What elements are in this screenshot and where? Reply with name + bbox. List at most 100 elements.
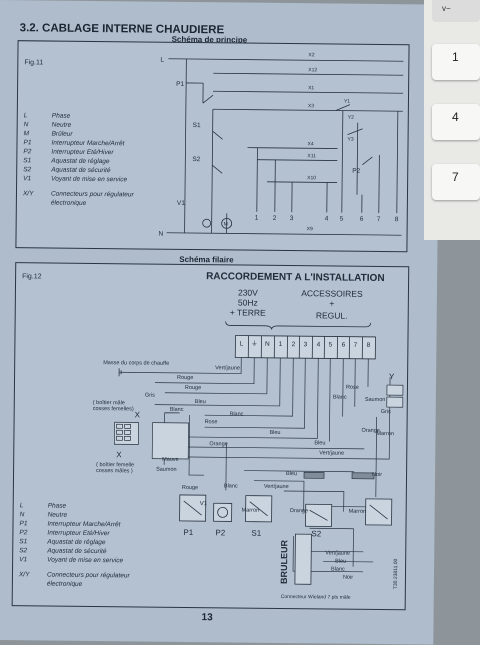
wire-color-label: Gris <box>145 393 155 399</box>
wire-color-label: Blanc <box>331 566 345 572</box>
component-label: S2 <box>311 529 321 538</box>
wire-color-label: Vert/jaune <box>319 450 344 456</box>
wire-color-label: Rose <box>346 385 359 391</box>
terminal-label: 1 <box>255 215 259 222</box>
wire-color-label: Orange <box>361 428 379 434</box>
motor-label: M <box>224 221 228 227</box>
power-line: 50Hz <box>238 298 258 308</box>
terminal-label: 7 <box>377 216 381 223</box>
terminal-label: L <box>240 341 244 348</box>
wire-color-label: Bleu <box>269 430 280 436</box>
fig11-schematic: L N X2 X12 X1 X3 X4 X11 X10 X9 P1 S1 S2 … <box>16 41 408 251</box>
masse-label: Masse du corps de chauffe <box>103 360 169 367</box>
wire-color-label: Blanc <box>224 483 238 489</box>
connector-label: X10 <box>307 175 316 181</box>
bruleur-label: BRULEUR <box>279 539 289 584</box>
terminal-label: 8 <box>367 342 371 349</box>
wire-color-label: Blanc <box>333 395 347 401</box>
component-label: V1 <box>200 501 208 507</box>
terminal-label: 2 <box>273 215 277 222</box>
accessories-line: ACCESSOIRES <box>301 288 363 299</box>
keypad-key[interactable]: v− <box>432 0 480 22</box>
wire-color-label: Vert/jaune <box>325 550 350 556</box>
component-label: S1 <box>251 529 261 538</box>
connector-label: X11 <box>307 153 316 159</box>
fig12-wiring: RACCORDEMENT A L'INSTALLATION 230V 50Hz … <box>13 263 409 609</box>
component-label: P2 <box>215 528 225 537</box>
wire-color-label: Bleu <box>335 559 346 565</box>
terminal-label: 6 <box>342 342 346 349</box>
connector-y-label: Y <box>389 372 395 381</box>
connector-x-label: X <box>116 450 122 459</box>
accessories-line: REGUL. <box>316 310 348 320</box>
boitier-femelle-label: cosses femelles) <box>93 406 134 412</box>
rail-n-label: N <box>159 231 164 238</box>
keypad-key[interactable]: 1 <box>432 44 480 80</box>
terminal-label: 4 <box>325 215 329 222</box>
wire-color-label: Blanc <box>230 411 244 417</box>
wire-color-label: Rouge <box>177 375 193 381</box>
fig12-title: RACCORDEMENT A L'INSTALLATION <box>206 271 385 284</box>
connector-label: X9 <box>307 226 313 232</box>
wire-color-label: Gris <box>381 409 391 415</box>
ref-code: T30.23811.00 <box>393 558 399 589</box>
keypad-key[interactable]: 4 <box>432 104 480 140</box>
connector-note: Connecteur Wieland 7 pts mâle <box>281 594 351 601</box>
terminal-label: 1 <box>279 341 283 348</box>
power-line: 230V <box>238 288 258 298</box>
wire-color-label: Saumon <box>365 397 386 403</box>
wire-color-label: Orange <box>290 508 308 514</box>
wire-color-label: Marron <box>242 508 259 514</box>
wire-color-label: Rose <box>205 419 218 425</box>
component-label: P1 <box>183 528 193 537</box>
wire-color-label: Bleu <box>286 471 297 477</box>
terminal-label: 5 <box>340 216 344 223</box>
connector-label: X4 <box>307 141 313 147</box>
connector-x-label: X <box>135 410 141 419</box>
manual-page: 3.2. CABLAGE INTERNE CHAUDIERE Schéma de… <box>0 0 440 645</box>
terminal-label: 7 <box>354 342 358 349</box>
component-label: P1 <box>176 81 184 88</box>
wire-color-label: Blanc <box>170 407 184 413</box>
accessories-line: + <box>329 298 334 308</box>
component-label: S1 <box>193 122 201 129</box>
component-label: P2 <box>352 168 360 175</box>
connector-label: X2 <box>308 52 314 58</box>
wire-color-label: Saumon <box>156 467 177 473</box>
terminal-label: 5 <box>329 341 333 348</box>
page-number: 13 <box>201 612 212 623</box>
connector-label: X1 <box>308 85 314 91</box>
wire-color-label: Noir <box>343 575 353 581</box>
wire-color-label: Marron <box>349 509 366 515</box>
power-line: + TERRE <box>230 307 266 317</box>
wire-color-label: Bleu <box>314 440 325 446</box>
boitier-male-label: cosses mâles ) <box>96 468 133 474</box>
calculator-keypad: v− 1 4 7 <box>418 0 480 240</box>
component-label: S2 <box>192 156 200 163</box>
wire-color-label: Vert/jaune <box>215 365 240 371</box>
relay-label: Y2 <box>348 115 354 121</box>
terminal-label: 6 <box>360 216 364 223</box>
keypad-key[interactable]: 7 <box>432 164 480 200</box>
terminal-label: 4 <box>317 341 321 348</box>
wire-color-label: Rouge <box>185 385 201 391</box>
wire-color-label: Noir <box>372 472 382 478</box>
terminal-label: 8 <box>395 216 399 223</box>
terminal-label: ⏚ <box>251 340 258 348</box>
connector-label: X3 <box>308 103 314 109</box>
rail-l-label: L <box>160 57 164 64</box>
terminal-label: 2 <box>292 341 296 348</box>
wire-color-label: Rouge <box>182 485 198 491</box>
relay-label: Y3 <box>348 137 354 143</box>
wire-color-label: Orange <box>209 441 227 447</box>
terminal-label: N <box>265 341 270 348</box>
wire-color-label: Vert/jaune <box>264 484 289 490</box>
wire-color-label: Bleu <box>195 399 206 405</box>
component-label: V1 <box>177 200 185 207</box>
connector-label: X12 <box>308 67 317 73</box>
relay-label: Y1 <box>344 99 350 105</box>
wire-color-label: Mauve <box>162 457 179 463</box>
terminal-label: 3 <box>290 215 294 222</box>
